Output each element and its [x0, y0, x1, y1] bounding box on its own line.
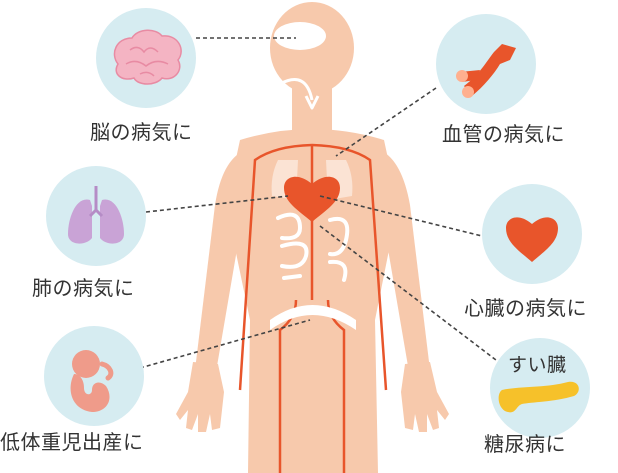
fetus-circle — [44, 326, 144, 426]
heart-disease-label: 心臓の病気に — [464, 292, 587, 321]
brain-disease-label: 脳の病気に — [90, 116, 193, 145]
blood-vessel-icon — [436, 14, 536, 114]
lung-disease-label: 肺の病気に — [32, 272, 135, 301]
diabetes-label: 糖尿病に — [484, 428, 566, 457]
lung-circle — [46, 166, 146, 266]
fetus-icon — [44, 326, 144, 426]
lung-connector — [146, 196, 288, 212]
heart-icon — [482, 184, 582, 284]
lungs-icon — [46, 166, 146, 266]
fetus-connector — [140, 320, 310, 368]
blood-vessel-circle — [436, 14, 536, 114]
pancreas-icon — [490, 338, 590, 438]
vessel-connector — [336, 88, 436, 156]
low-birth-weight-label: 低体重児出産に — [0, 426, 144, 455]
heart-connector — [320, 196, 490, 238]
heart-circle — [482, 184, 582, 284]
brain-icon — [96, 8, 196, 108]
blood-vessel-disease-label: 血管の病気に — [442, 118, 565, 147]
pancreas-circle: すい臓 — [490, 338, 590, 438]
brain-circle — [96, 8, 196, 108]
